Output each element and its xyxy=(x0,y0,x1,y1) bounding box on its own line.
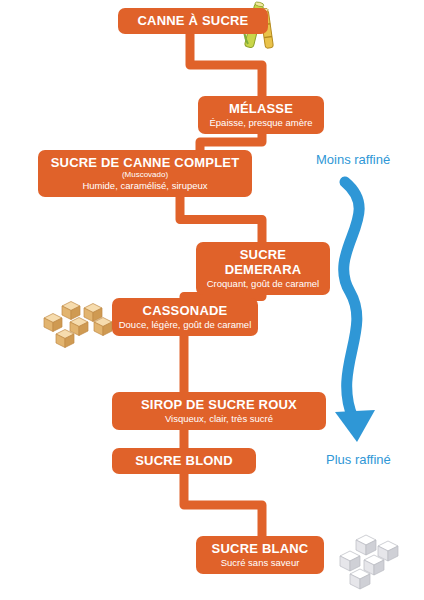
box-heading: SUCRE DEMERARA xyxy=(202,247,324,277)
box-description: Sucré sans saveur xyxy=(202,557,318,568)
flow-connector xyxy=(190,34,262,96)
box-heading: SUCRE BLANC xyxy=(202,541,318,556)
brown-sugar-cubes xyxy=(44,302,112,348)
process-box: SUCRE BLANCSucré sans saveur xyxy=(196,536,324,574)
box-description: Douce, légère, goût de caramel xyxy=(118,319,252,330)
box-heading: SUCRE DE CANNE COMPLET xyxy=(44,155,246,170)
box-heading: CASSONADE xyxy=(118,303,252,318)
process-box: SUCRE BLOND xyxy=(112,448,256,474)
axis-label: Plus raffiné xyxy=(326,452,391,467)
flow-connector xyxy=(184,474,262,536)
flow-connector xyxy=(180,197,262,242)
process-box: CASSONADEDouce, légère, goût de caramel xyxy=(112,298,258,336)
box-heading: CANNE À SUCRE xyxy=(124,13,262,28)
axis-label: Moins raffiné xyxy=(316,152,390,167)
box-description: (Muscovado) xyxy=(44,170,246,179)
flow-connector xyxy=(200,134,262,150)
process-box: SIROP DE SUCRE ROUXVisqueux, clair, très… xyxy=(112,392,326,430)
process-box: SUCRE DE CANNE COMPLET(Muscovado)Humide,… xyxy=(38,150,252,197)
box-heading: SIROP DE SUCRE ROUX xyxy=(118,397,320,412)
process-box: MÉLASSEÉpaisse, presque amère xyxy=(198,96,324,134)
box-description: Épaisse, presque amère xyxy=(204,117,318,128)
box-description: Humide, caramélisé, sirupeux xyxy=(44,180,246,191)
box-description: Croquant, goût de caramel xyxy=(202,278,324,289)
white-sugar-cubes xyxy=(340,535,398,589)
flow-connector xyxy=(180,430,189,448)
process-box: SUCRE DEMERARACroquant, goût de caramel xyxy=(196,242,330,295)
refinement-arrow xyxy=(335,182,375,442)
box-description: Visqueux, clair, très sucré xyxy=(118,413,320,424)
flow-connector xyxy=(180,336,189,392)
box-heading: SUCRE BLOND xyxy=(118,453,250,468)
process-box: CANNE À SUCRE xyxy=(118,8,268,34)
box-heading: MÉLASSE xyxy=(204,101,318,116)
